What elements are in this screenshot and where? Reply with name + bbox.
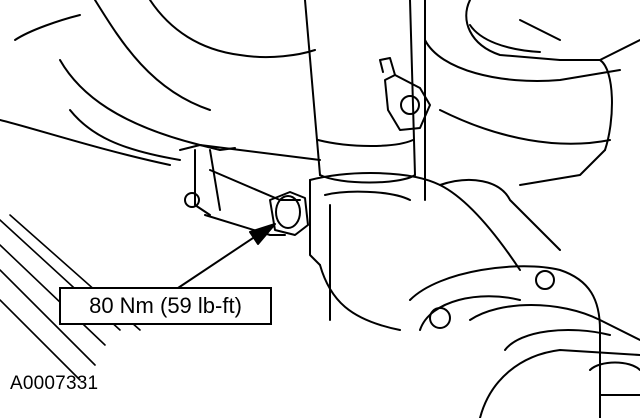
callout-leader: [174, 223, 276, 291]
knuckle: [309, 172, 640, 418]
body-panel: [0, 0, 321, 166]
stabilizer-link: [179, 144, 301, 236]
strut: [304, 0, 431, 184]
torque-callout: 80 Nm (59 lb-ft): [59, 287, 272, 325]
bolt: [269, 191, 309, 236]
upper-assembly: [424, 0, 640, 201]
figure-id: A0007331: [10, 373, 99, 394]
